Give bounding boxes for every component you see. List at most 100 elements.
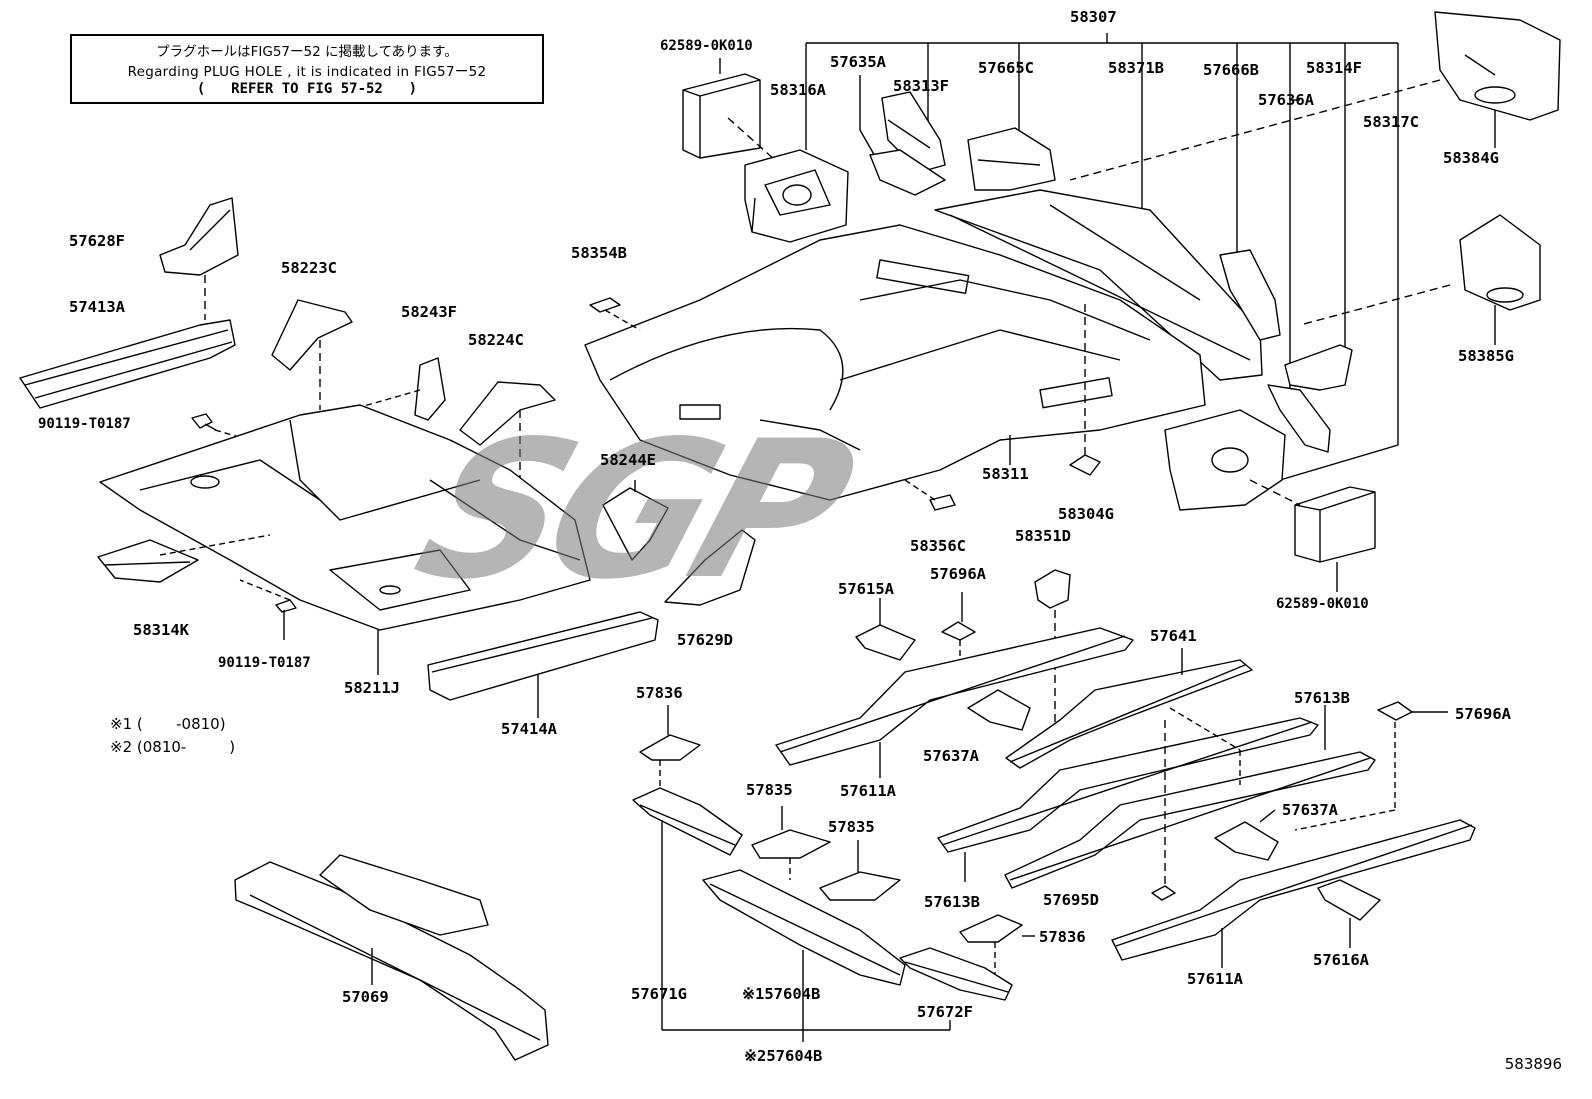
part-label[interactable]: 57641 xyxy=(1150,627,1197,645)
part-label[interactable]: 57635A xyxy=(830,53,886,71)
notice-english: Regarding PLUG HOLE , it is indicated in… xyxy=(127,64,487,80)
plug-hole-notice: プラグホールはFIG57ー52 に掲載してあります。 Regarding PLU… xyxy=(70,34,544,104)
part-label[interactable]: 57695D xyxy=(1043,891,1099,909)
part-label[interactable]: 57696A xyxy=(1455,705,1511,723)
part-label[interactable]: 57616A xyxy=(1313,951,1369,969)
part-label[interactable]: 58224C xyxy=(468,331,524,349)
part-58316A xyxy=(744,149,849,243)
notice-reference: ( REFER TO FIG 57-52) xyxy=(72,81,542,97)
part-57666B xyxy=(1219,249,1281,341)
footnote-1-mark: ※1 xyxy=(110,715,133,733)
part-label[interactable]: ※157604B xyxy=(742,985,821,1003)
ref-close-paren: ) xyxy=(408,81,418,97)
part-label[interactable]: 58384G xyxy=(1443,149,1499,167)
insulator-block-top xyxy=(682,58,761,159)
part-label[interactable]: 57611A xyxy=(1187,970,1243,988)
part-label[interactable]: 58313F xyxy=(893,77,949,95)
part-label[interactable]: 57613B xyxy=(924,893,980,911)
part-57671G xyxy=(632,787,743,856)
part-57665C xyxy=(967,127,1056,191)
part-label[interactable]: 57615A xyxy=(838,580,894,598)
part-58317C xyxy=(1164,409,1286,511)
part-label[interactable]: 57414A xyxy=(501,720,557,738)
part-58211J xyxy=(99,404,591,631)
part-label[interactable]: 57637A xyxy=(1282,801,1338,819)
part-57641 xyxy=(1005,659,1253,769)
part-label[interactable]: 58311 xyxy=(982,465,1029,483)
part-57604B xyxy=(702,869,906,986)
part-label[interactable]: 57069 xyxy=(342,988,389,1006)
bolt-bottom xyxy=(275,599,297,640)
part-58371B xyxy=(934,189,1263,381)
part-label[interactable]: 58354B xyxy=(571,244,627,262)
part-label[interactable]: 58356C xyxy=(910,537,966,555)
part-57636A xyxy=(1267,384,1331,453)
part-label[interactable]: 62589-0K010 xyxy=(1276,596,1369,612)
part-label[interactable]: 58316A xyxy=(770,81,826,99)
part-label[interactable]: 57696A xyxy=(930,565,986,583)
part-label[interactable]: 57836 xyxy=(1039,928,1086,946)
part-label[interactable]: 57836 xyxy=(636,684,683,702)
footnote-1: ※1 ( -0810) xyxy=(110,715,226,733)
insulator-block-bottom xyxy=(1294,486,1376,563)
part-label[interactable]: 57611A xyxy=(840,782,896,800)
part-label[interactable]: 90119-T0187 xyxy=(218,655,311,671)
part-label[interactable]: 58351D xyxy=(1015,527,1071,545)
part-57672F xyxy=(899,947,1013,1001)
part-57611A-bottom xyxy=(1111,819,1476,961)
part-58313F xyxy=(869,91,946,196)
part-58385G xyxy=(1459,214,1541,311)
notice-japanese: プラグホールはFIG57ー52 に掲載してあります。 xyxy=(156,44,458,60)
part-58224C xyxy=(459,381,556,446)
part-58223C xyxy=(271,299,353,371)
part-58311 xyxy=(584,224,1206,501)
ref-link[interactable]: REFER TO FIG 57-52 xyxy=(231,81,383,97)
footnote-2-mark: ※2 xyxy=(110,738,133,756)
part-58314F xyxy=(1284,344,1353,391)
part-57613B-right xyxy=(937,717,1376,889)
part-label[interactable]: 58317C xyxy=(1363,113,1419,131)
part-label[interactable]: 90119-T0187 xyxy=(38,416,131,432)
part-label[interactable]: 57666B xyxy=(1203,61,1259,79)
part-57629D xyxy=(664,529,756,606)
part-label[interactable]: 58304G xyxy=(1058,505,1114,523)
part-57413A xyxy=(19,319,236,409)
part-label[interactable]: 58223C xyxy=(281,259,337,277)
catalog-number: 583896 xyxy=(1504,1055,1562,1073)
bracket-58307 xyxy=(805,33,1399,481)
part-label[interactable]: 57629D xyxy=(677,631,733,649)
part-label[interactable]: 62589-0K010 xyxy=(660,38,753,54)
part-label[interactable]: 57613B xyxy=(1294,689,1350,707)
footnote-2-range: (0810- ) xyxy=(136,738,236,756)
part-label[interactable]: 58243F xyxy=(401,303,457,321)
part-57628F xyxy=(159,197,239,276)
part-58314K xyxy=(97,539,199,583)
part-label[interactable]: 57636A xyxy=(1258,91,1314,109)
part-label[interactable]: 58211J xyxy=(344,679,400,697)
part-label[interactable]: 57628F xyxy=(69,232,125,250)
part-label[interactable]: 58385G xyxy=(1458,347,1514,365)
ref-open-paren: ( xyxy=(196,81,206,97)
part-label[interactable]: ※257604B xyxy=(744,1047,823,1065)
part-label[interactable]: 57672F xyxy=(917,1003,973,1021)
part-57611A-top xyxy=(775,627,1134,766)
part-label[interactable]: 57637A xyxy=(923,747,979,765)
part-label[interactable]: 57671G xyxy=(631,985,687,1003)
part-57069 xyxy=(234,854,549,1061)
footnote-1-range: ( -0810) xyxy=(136,715,226,733)
part-57414A xyxy=(427,611,659,701)
part-label[interactable]: 58314F xyxy=(1306,59,1362,77)
part-label[interactable]: 58307 xyxy=(1070,8,1117,26)
footnote-2: ※2 (0810- ) xyxy=(110,738,235,756)
part-label[interactable]: 58371B xyxy=(1108,59,1164,77)
part-label[interactable]: 58314K xyxy=(133,621,189,639)
bolt-top xyxy=(191,413,217,431)
part-label[interactable]: 57835 xyxy=(828,818,875,836)
part-label[interactable]: 57413A xyxy=(69,298,125,316)
part-label[interactable]: 58244E xyxy=(600,451,656,469)
part-58384G xyxy=(1434,11,1561,121)
part-label[interactable]: 57665C xyxy=(978,59,1034,77)
part-label[interactable]: 57835 xyxy=(746,781,793,799)
